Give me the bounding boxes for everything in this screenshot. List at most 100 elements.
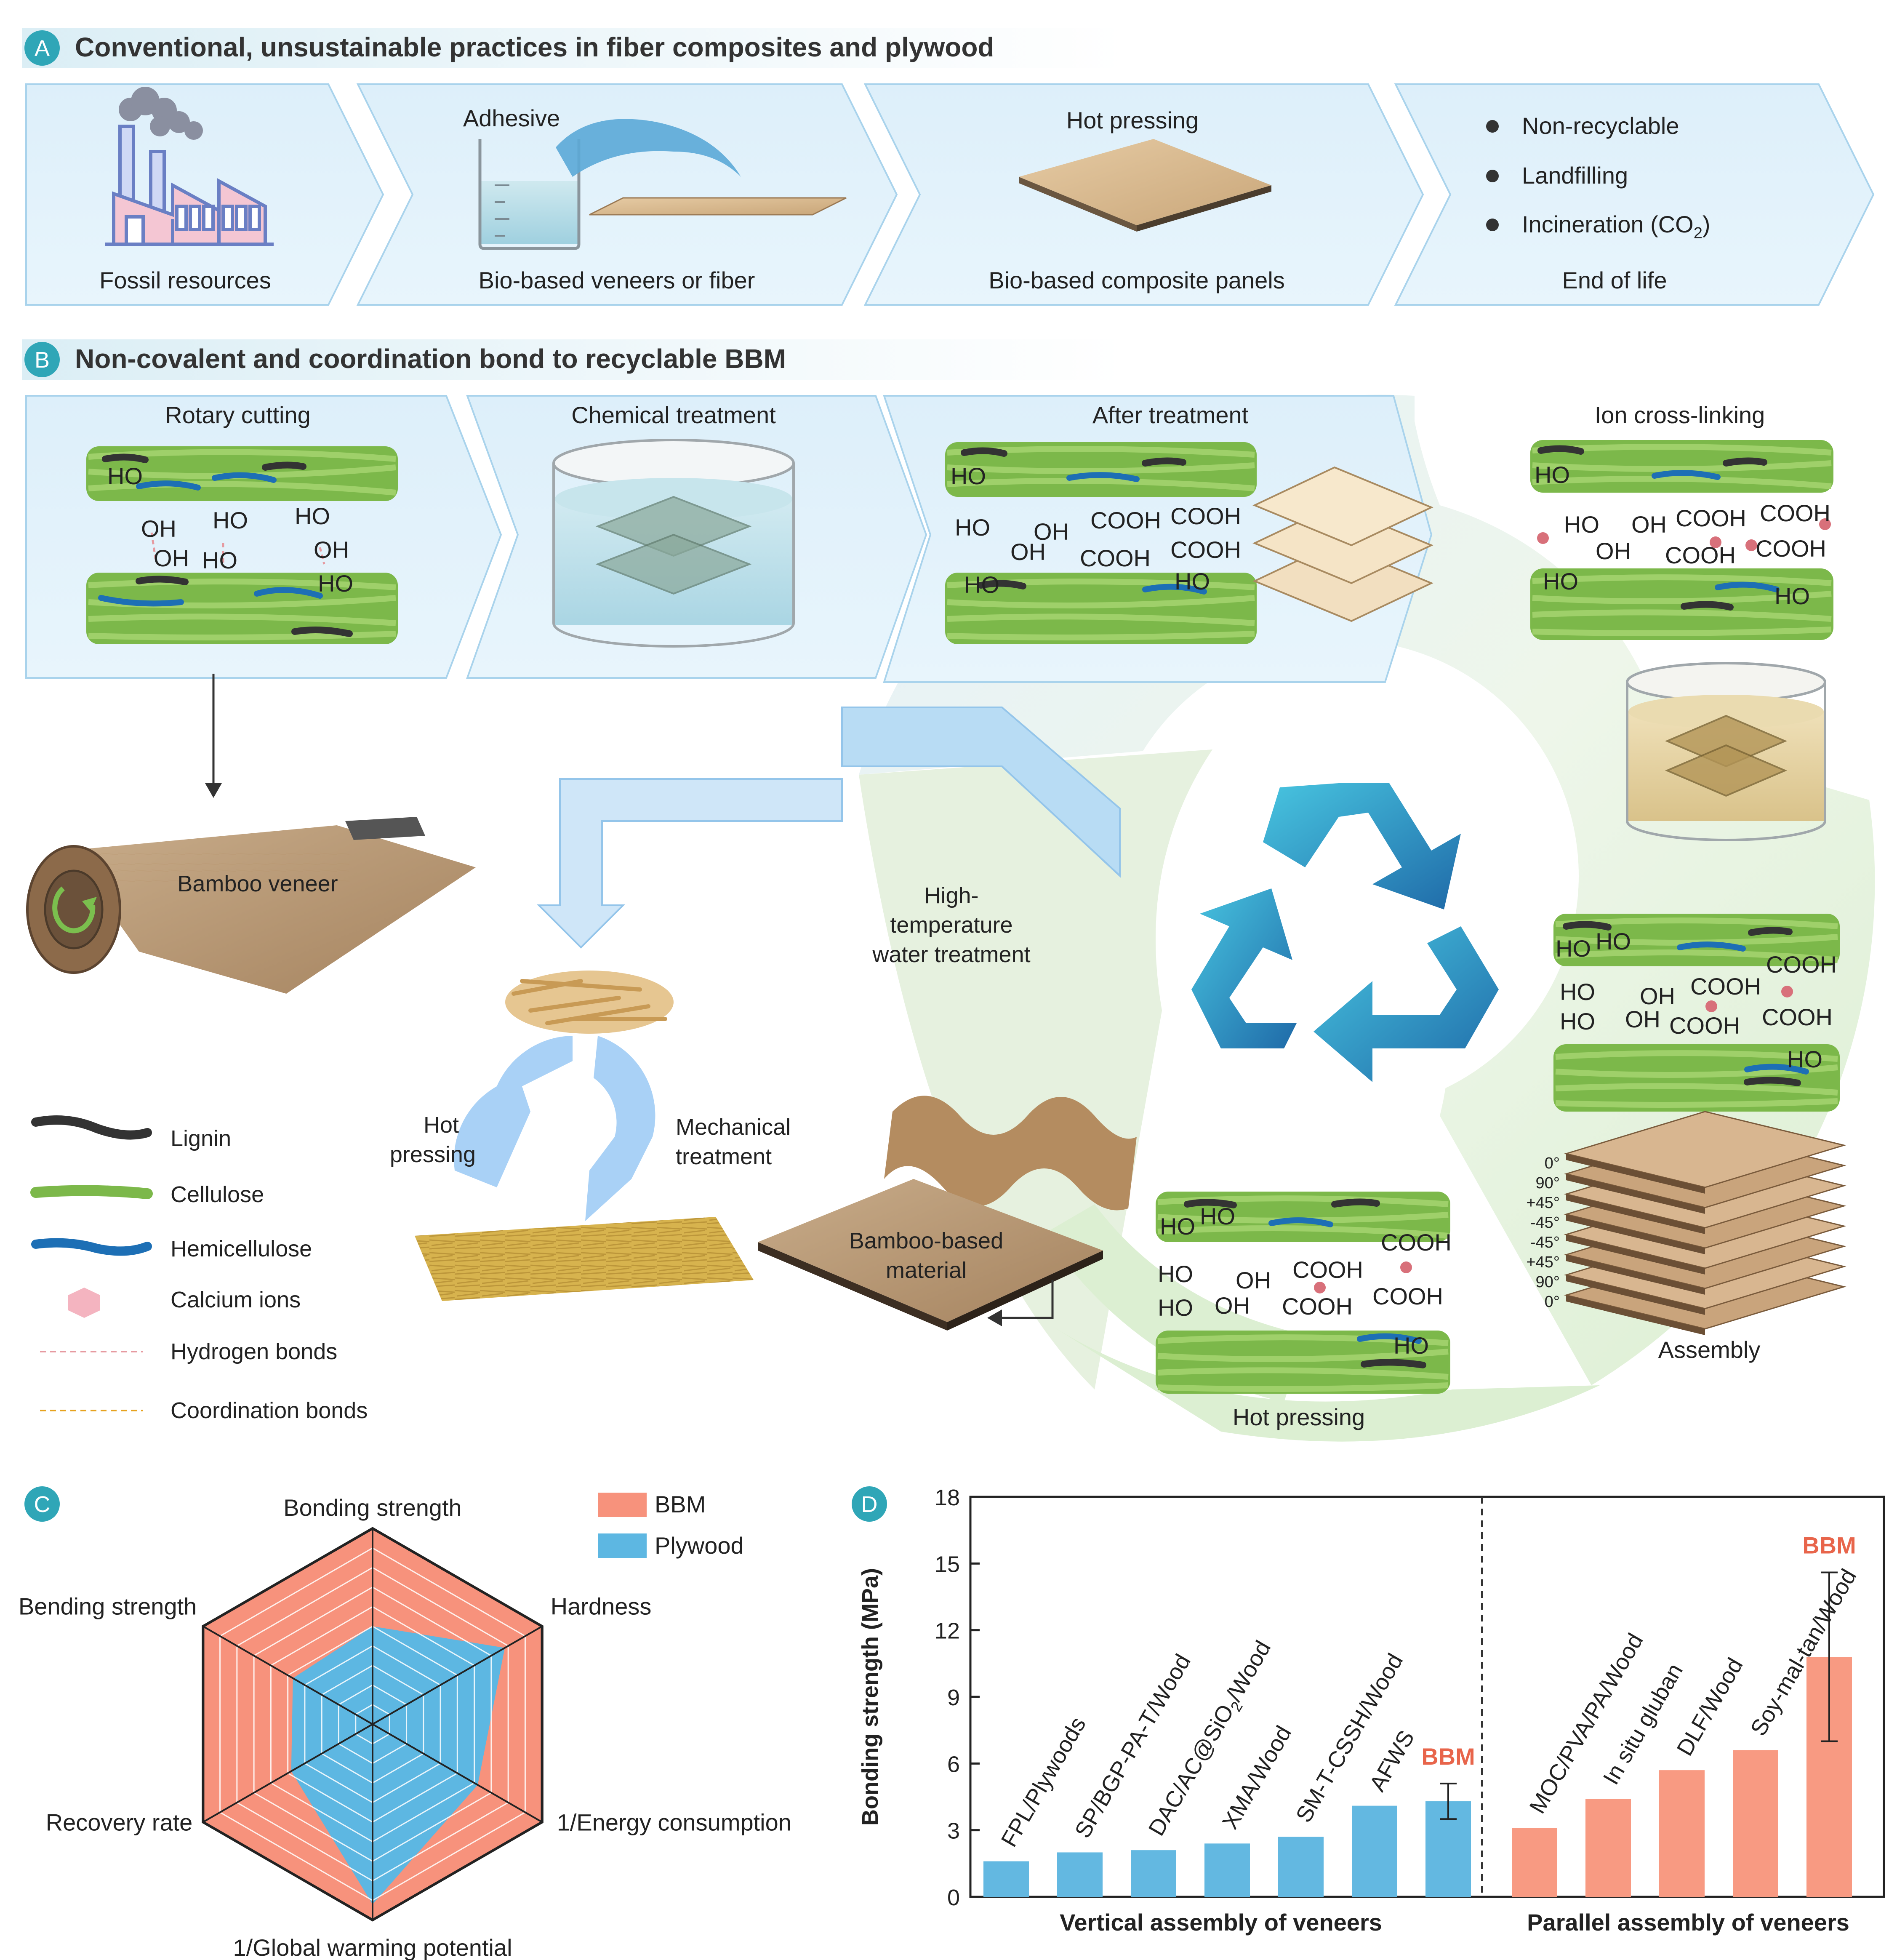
veneer-layer-edge xyxy=(1566,1214,1705,1254)
fiber-bundle-after xyxy=(945,442,1257,644)
legend-swatch-bbm xyxy=(598,1493,647,1517)
y-tick-label: 18 xyxy=(935,1485,960,1510)
calcium-ion-icon xyxy=(68,1288,100,1318)
panel-b-badge-letter: B xyxy=(35,347,50,373)
bullet-icon xyxy=(1486,170,1499,182)
caption-bio-based-panels: Bio-based composite panels xyxy=(988,267,1285,293)
panel-a-title: Conventional, unsustainable practices in… xyxy=(75,32,994,62)
chem-label: COOH xyxy=(1665,542,1736,568)
chevron-fossil xyxy=(25,83,384,306)
label-bamboo-material-2: material xyxy=(886,1258,967,1283)
legend-coordination-bonds: Coordination bonds xyxy=(171,1398,368,1423)
chem-label: COOH xyxy=(1762,1004,1833,1030)
step-ion-cross-linking: Ion cross-linking xyxy=(1595,402,1765,428)
ion-solution-cylinder xyxy=(1626,662,1826,841)
panel-b-title: Non-covalent and coordination bond to re… xyxy=(75,344,786,374)
adhesive-stream xyxy=(556,119,741,177)
chem-label: COOH xyxy=(1766,951,1837,978)
chem-label: COOH xyxy=(1170,503,1241,529)
chem-label: HO xyxy=(1535,461,1570,488)
radar-axis-label: 1/Energy consumption xyxy=(557,1809,791,1836)
label-mechanical-1: Mechanical xyxy=(676,1115,791,1140)
chem-label: HO xyxy=(1158,1294,1193,1321)
bullet-non-recyclable: Non-recyclable xyxy=(1522,112,1679,139)
legend-calcium-ions: Calcium ions xyxy=(171,1287,301,1312)
radar-spoke xyxy=(372,1723,543,1823)
y-tick-label: 12 xyxy=(935,1619,960,1644)
label-hot-pressing-left-2: pressing xyxy=(390,1142,476,1167)
chem-label: HO xyxy=(1160,1213,1195,1240)
label-high-temp-2: temperature xyxy=(890,912,1012,938)
fiber-bundle-ion xyxy=(1530,440,1833,640)
bar xyxy=(1352,1805,1397,1897)
panel-a-header-band xyxy=(22,28,1125,68)
label-hot-pressing: Hot pressing xyxy=(1233,1404,1365,1430)
bar xyxy=(1278,1837,1324,1897)
bar-category-label: AFWS xyxy=(1364,1726,1419,1796)
bar xyxy=(1733,1750,1778,1897)
veneer-layer-edge xyxy=(1566,1235,1705,1275)
chem-label: COOH xyxy=(1669,1012,1740,1039)
bullet-icon xyxy=(1486,219,1499,231)
bar xyxy=(1204,1843,1250,1897)
composite-panel xyxy=(1019,139,1271,225)
return-arrow xyxy=(998,1280,1054,1319)
label-high-temp-1: High- xyxy=(924,883,978,908)
recycle-icon xyxy=(1191,783,1499,1082)
cycle-arrow-right xyxy=(585,1036,655,1221)
chem-label: COOH xyxy=(1760,500,1830,526)
veneer-layer-edge xyxy=(1566,1255,1705,1295)
bullet-incineration: Incineration (CO2) xyxy=(1522,211,1710,242)
chem-label: COOH xyxy=(1676,505,1746,531)
chem-label: COOH xyxy=(1756,535,1826,562)
beaker-icon xyxy=(478,139,581,250)
panel-d-badge-letter: D xyxy=(861,1492,878,1517)
bar xyxy=(1057,1852,1103,1897)
chem-label: COOH xyxy=(1282,1293,1353,1320)
y-tick-label: 6 xyxy=(947,1752,960,1777)
chem-label: HO xyxy=(1556,935,1591,962)
angle-label: -45° xyxy=(1530,1234,1560,1251)
step-chemical-treatment: Chemical treatment xyxy=(571,402,776,428)
chem-label: COOH xyxy=(1381,1229,1452,1256)
panel-d-badge xyxy=(852,1486,887,1522)
step-rotary-cutting: Rotary cutting xyxy=(165,402,311,428)
chem-label: OH xyxy=(1631,511,1667,538)
chem-label: HO xyxy=(213,507,248,533)
chem-label: OH xyxy=(1625,1006,1660,1032)
hemicellulose-icon xyxy=(31,1238,152,1256)
chem-label: HO xyxy=(955,514,990,541)
bullet-landfilling: Landfilling xyxy=(1522,162,1628,189)
chem-label: HO xyxy=(964,571,999,598)
legend-hemicellulose: Hemicellulose xyxy=(171,1236,312,1261)
label-assembly: Assembly xyxy=(1658,1336,1761,1363)
bamboo-board xyxy=(758,1179,1103,1322)
chem-label: HO xyxy=(1175,568,1210,595)
angle-label: 90° xyxy=(1536,1174,1560,1192)
radar-series-plywood xyxy=(291,1626,505,1904)
chem-label: OH xyxy=(314,536,349,563)
header-adhesive: Adhesive xyxy=(463,105,560,131)
bar-category-label: XMA/Wood xyxy=(1217,1722,1296,1834)
y-tick-label: 0 xyxy=(947,1885,960,1910)
chem-label: HO xyxy=(295,503,330,529)
label-bamboo-veneer: Bamboo veneer xyxy=(177,871,338,896)
chem-label: HO xyxy=(1200,1203,1235,1229)
panel-c-badge xyxy=(24,1486,60,1522)
chem-label: OH xyxy=(1010,539,1046,565)
chem-label: COOH xyxy=(1690,973,1761,1000)
fiber-bundle-rotary xyxy=(86,446,398,644)
label-hot-pressing-left-1: Hot xyxy=(424,1112,459,1138)
radar-axis-label: Bending strength xyxy=(19,1593,197,1620)
bar xyxy=(1659,1770,1705,1897)
header-hot-pressing: Hot pressing xyxy=(1066,107,1199,133)
chem-label: HO xyxy=(318,570,353,597)
chem-label: HO xyxy=(1564,511,1599,538)
panel-a-badge-letter: A xyxy=(35,36,50,61)
y-tick-label: 9 xyxy=(947,1685,960,1710)
caption-fossil-resources: Fossil resources xyxy=(99,267,271,293)
y-tick-label: 15 xyxy=(935,1552,960,1577)
caption-bio-based-veneers: Bio-based veneers or fiber xyxy=(479,267,755,293)
chem-label: OH xyxy=(154,545,189,571)
